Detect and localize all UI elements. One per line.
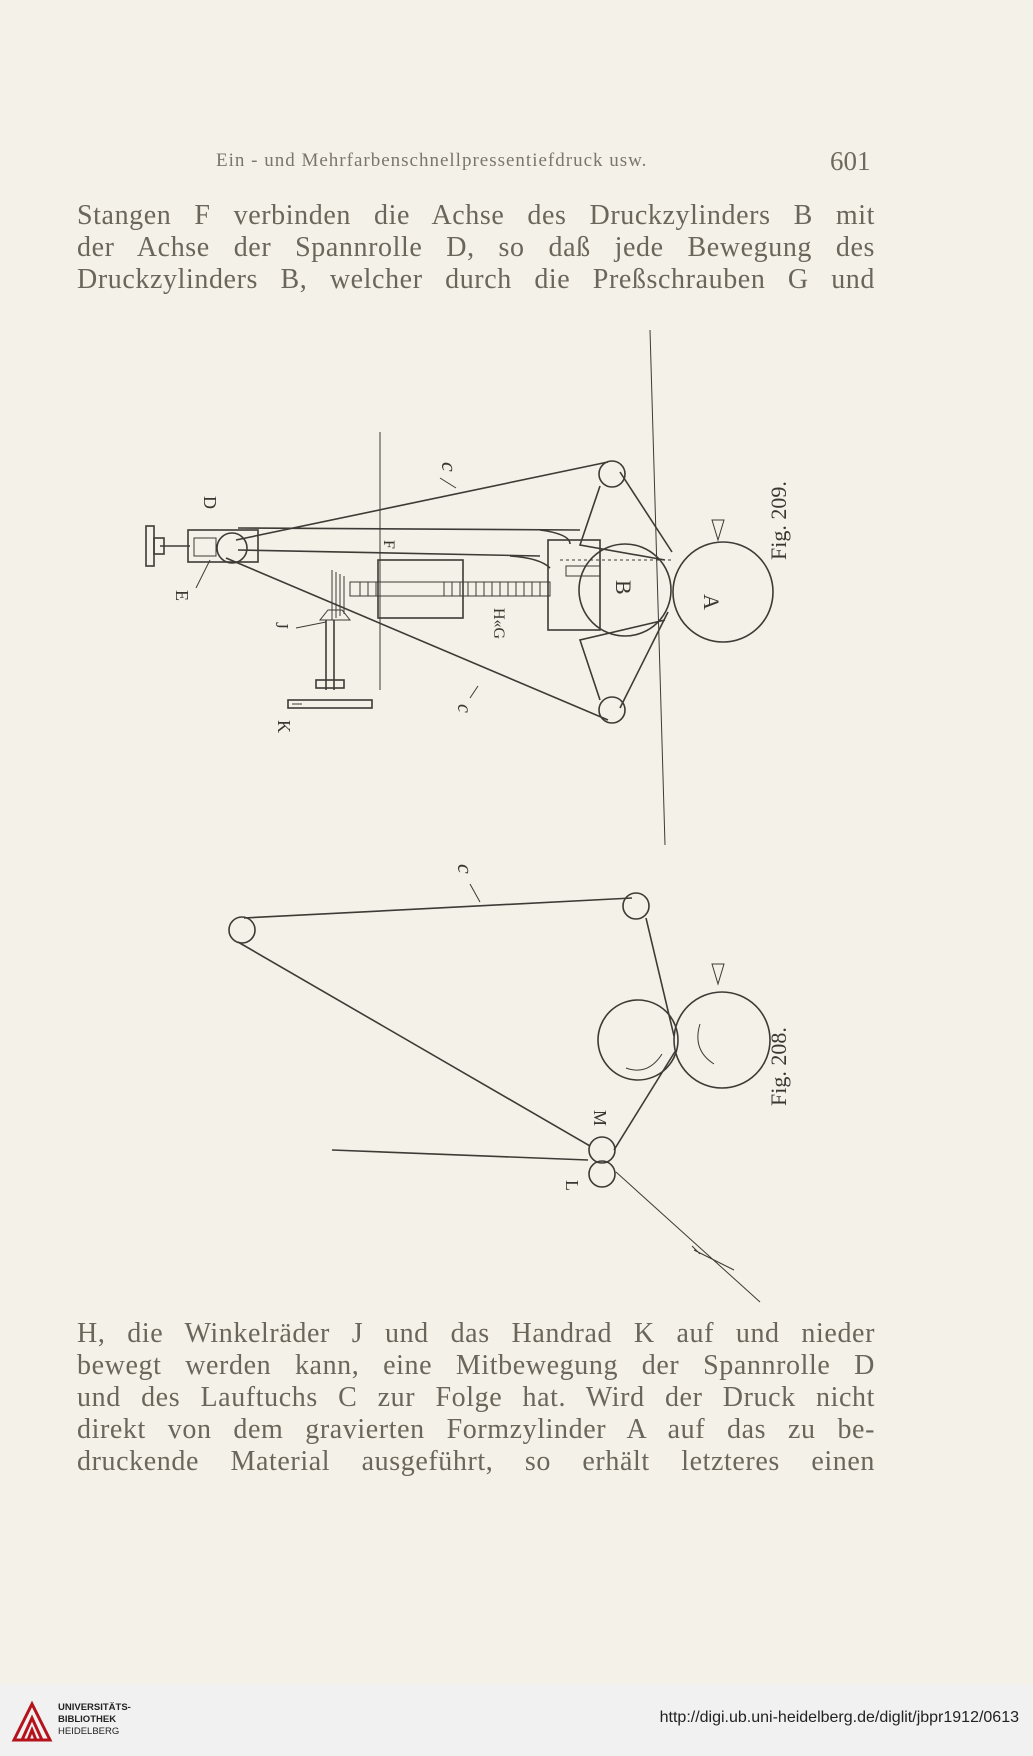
figure-209: c D E F J K H«G c B A Fig. 209.	[145, 329, 791, 846]
guide-line-right	[649, 329, 666, 846]
label-e: E	[172, 590, 192, 601]
doctor-blade	[711, 519, 725, 542]
paragraph-top: Stangen F verbinden die Achse des Druckz…	[77, 200, 875, 296]
label-f: F	[380, 540, 397, 549]
block-step	[565, 565, 601, 577]
logo-line-3: HEIDELBERG	[58, 1726, 120, 1737]
belt-line-bottom	[225, 557, 609, 721]
library-logo-text: UNIVERSITÄTS- BIBLIOTHEK HEIDELBERG	[58, 1702, 158, 1738]
label-h-g: H«G	[490, 608, 507, 640]
label-m: M	[590, 1110, 610, 1126]
cylinder-b	[578, 543, 672, 637]
belt-return	[613, 1049, 677, 1151]
screw-thread	[349, 581, 551, 597]
label-c-leader-bottom	[469, 685, 479, 699]
rod-f-end	[509, 529, 571, 569]
rotation-arrow-right	[697, 1023, 715, 1065]
doctor-blade-208	[711, 963, 725, 986]
handwheel-hub	[153, 537, 165, 555]
roller-top-right	[622, 892, 650, 920]
cylinder-left	[597, 999, 679, 1081]
belt-left	[237, 941, 591, 1147]
label-a: A	[699, 594, 724, 610]
paragraph-bottom: H, die Winkelräder J und das Handrad K a…	[77, 1318, 875, 1478]
belt-top	[243, 897, 633, 919]
footer-bar: UNIVERSITÄTS- BIBLIOTHEK HEIDELBERG http…	[0, 1684, 1033, 1756]
screw-hatch	[359, 582, 541, 596]
shaft-collar	[315, 679, 345, 689]
label-j-leader	[295, 621, 327, 629]
label-c-leader-top	[439, 477, 457, 489]
label-c-leader-208	[469, 883, 481, 903]
figure-208: c M L Fig. 208.	[228, 864, 791, 1303]
rod-f-mid	[237, 549, 541, 557]
label-c-top: c	[437, 462, 462, 472]
running-head: Ein - und Mehrfarbenschnellpressentiefdr…	[216, 150, 648, 171]
block-lower	[547, 539, 601, 631]
label-l: L	[562, 1180, 582, 1191]
handwheel-knob	[145, 525, 155, 567]
text-line: direkt von dem gravierten Formzylinder A…	[77, 1414, 875, 1445]
text-line: Stangen F verbinden die Achse des Druckz…	[77, 200, 875, 231]
label-c-bottom: c	[453, 704, 475, 713]
rotation-arrow-left	[625, 1053, 663, 1071]
label-c-208: c	[453, 864, 478, 874]
bevel-gear-j	[318, 570, 352, 621]
roller-bottom	[598, 696, 626, 724]
roller-l	[588, 1160, 616, 1188]
belt-line-right	[619, 471, 673, 553]
rod-f-top	[237, 527, 581, 531]
block-upper	[377, 559, 464, 619]
belt-line-right-low	[619, 611, 669, 709]
caption-fig-208: Fig. 208.	[766, 1027, 791, 1106]
handwheel-k	[287, 699, 373, 709]
label-j: J	[272, 622, 292, 629]
belt-right	[645, 917, 675, 1037]
frame-top	[578, 485, 666, 561]
text-line: Druckzylinders B, welcher durch die Preß…	[77, 264, 875, 295]
text-line: bewegt werden kann, eine Mitbewegung der…	[77, 1350, 875, 1381]
cylinder-right	[673, 991, 771, 1089]
label-k: K	[274, 720, 294, 733]
exit-line	[615, 1171, 761, 1303]
roller-d-slot	[193, 537, 217, 557]
text-line: der Achse der Spannrolle D, so daß jede …	[77, 232, 875, 263]
logo-line-1: UNIVERSITÄTS-	[58, 1702, 131, 1713]
feed-line	[331, 1149, 589, 1161]
library-logo[interactable]: UNIVERSITÄTS- BIBLIOTHEK HEIDELBERG	[10, 1696, 131, 1746]
roller-top	[598, 460, 626, 488]
library-logo-icon	[11, 1700, 53, 1742]
text-line: druckende Material ausgeführt, so erhält…	[77, 1446, 875, 1477]
label-e-leader	[195, 559, 211, 589]
text-line: und des Lauftuchs C zur Folge hat. Wird …	[77, 1382, 875, 1413]
frame-bottom	[578, 619, 666, 701]
page-number: 601	[830, 146, 871, 176]
logo-line-2: BIBLIOTHEK	[58, 1714, 117, 1725]
roller-d	[216, 532, 248, 564]
label-d: D	[200, 496, 220, 509]
text-line: H, die Winkelräder J und das Handrad K a…	[77, 1318, 875, 1349]
caption-fig-209: Fig. 209.	[766, 481, 791, 560]
label-b: B	[611, 580, 636, 595]
roller-m	[588, 1136, 616, 1164]
roller-left	[228, 916, 256, 944]
exit-arrow	[691, 1245, 735, 1271]
belt-line-top	[235, 461, 609, 541]
source-url-link[interactable]: http://digi.ub.uni-heidelberg.de/diglit/…	[659, 1709, 1019, 1726]
cylinder-a	[672, 541, 774, 643]
